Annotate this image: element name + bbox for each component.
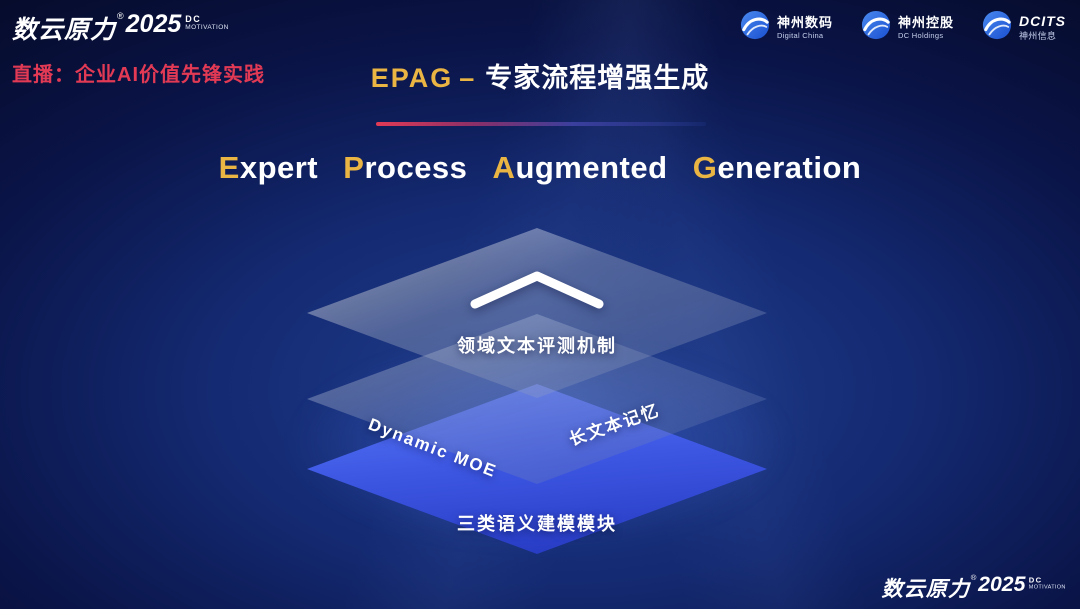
title-acronym: EPAG — [370, 63, 454, 93]
partner-text: 神州控股 DC Holdings — [898, 15, 954, 41]
subtitle-word: Augmented — [493, 150, 668, 185]
layer-diagram: 领域文本评测机制 Dynamic MOE 长文本记忆 三类语义建模模块 — [307, 228, 767, 560]
chevron-up-icon — [470, 271, 604, 309]
brand-subtext: DC MOTIVATION — [185, 10, 228, 32]
brand-name: 数云原力 — [881, 577, 971, 602]
subtitle-word-rest: ugmented — [515, 150, 668, 185]
brand-sub-line2: MOTIVATION — [185, 24, 229, 32]
subtitle-word: Generation — [693, 150, 862, 185]
live-stream-label: 直播：企业AI价值先锋实践 — [12, 64, 265, 86]
partner-logo-dcits: DCITS 神州信息 — [982, 10, 1066, 45]
dcits-swoosh-icon — [982, 10, 1012, 45]
brand-subtext: DC MOTIVATION — [1029, 572, 1066, 591]
subtitle-lead-letter: E — [218, 150, 240, 185]
subtitle-word-rest: eneration — [717, 150, 862, 185]
subtitle-word: Expert — [219, 150, 319, 185]
subtitle-word-rest: rocess — [364, 150, 468, 185]
registered-mark: ® — [971, 573, 977, 582]
subtitle-english: Expert Process Augmented Generation — [0, 150, 1080, 186]
layer-top-label: 领域文本评测机制 — [457, 336, 617, 356]
partner-name-en: Digital China — [776, 30, 824, 40]
partner-text: 神州数码 Digital China — [777, 15, 833, 41]
brand-name: 数云原力 — [12, 16, 117, 44]
subtitle-lead-letter: G — [692, 150, 718, 185]
partner-name-cn: 神州控股 — [897, 14, 954, 30]
partner-logos: 神州数码 Digital China 神州控股 DC Holdings — [740, 10, 1066, 45]
subtitle-lead-letter: P — [343, 150, 365, 185]
title-chinese: 专家流程增强生成 — [485, 63, 710, 93]
brand-logo-bottom: 数云原力 ® 2025 DC MOTIVATION — [882, 572, 1066, 603]
brand-sub-line2: MOTIVATION — [1029, 584, 1066, 591]
brand-year: 2025 — [125, 10, 182, 38]
layer-bottom-label: 三类语义建模模块 — [457, 514, 617, 534]
brand-sub-line1: DC — [185, 14, 202, 24]
subtitle-lead-letter: A — [492, 150, 516, 185]
subtitle-word: Process — [343, 150, 467, 185]
title-dash: – — [459, 63, 476, 93]
partner-logo-dc-holdings: 神州控股 DC Holdings — [861, 10, 954, 45]
digital-china-swoosh-icon — [740, 10, 770, 45]
partner-logo-digital-china: 神州数码 Digital China — [740, 10, 833, 45]
subtitle-word-rest: xpert — [239, 150, 319, 185]
partner-name-en: DC Holdings — [897, 30, 944, 40]
partner-name-en: DCITS — [1019, 13, 1066, 30]
partner-name-cn: 神州数码 — [776, 14, 833, 30]
page-title: EPAG–专家流程增强生成 — [0, 56, 1080, 95]
partner-name-cn: 神州信息 — [1019, 30, 1057, 41]
registered-mark: ® — [117, 11, 124, 21]
partner-text: DCITS 神州信息 — [1019, 13, 1066, 42]
brand-year: 2025 — [978, 572, 1026, 597]
layer-top-diamond — [307, 228, 767, 398]
gradient-divider — [376, 122, 706, 126]
dc-holdings-swoosh-icon — [861, 10, 891, 45]
brand-logo-top: 数云原力 ® 2025 DC MOTIVATION — [12, 10, 229, 46]
brand-sub-line1: DC — [1029, 575, 1043, 585]
